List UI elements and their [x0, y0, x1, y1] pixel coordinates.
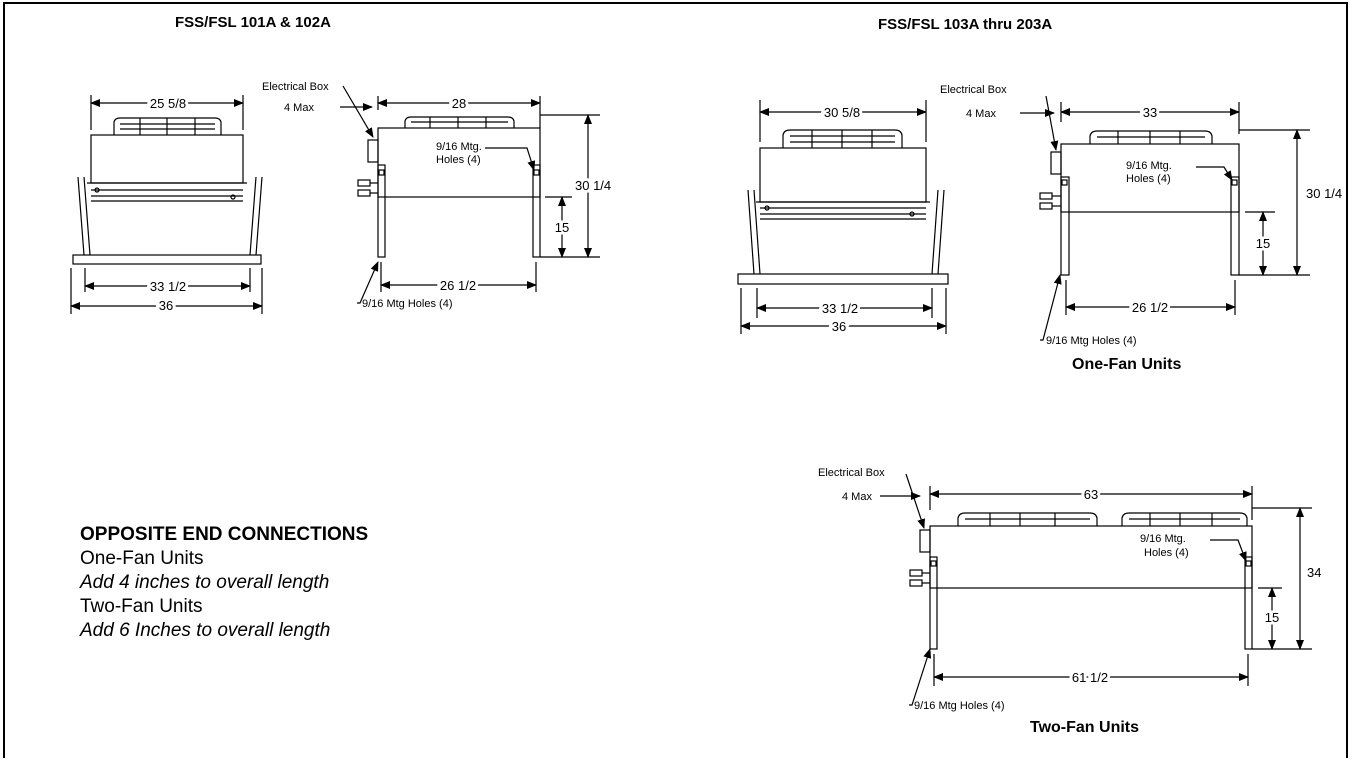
notes-one-fan-detail: Add 4 inches to overall length [80, 572, 330, 593]
side-view-small [340, 85, 600, 304]
title-right: FSS/FSL 103A thru 203A [878, 16, 1053, 33]
dim-d2-front-inner: 33 1/2 [822, 301, 858, 316]
label-4-max-3: 4 Max [842, 491, 872, 503]
front-view-small [70, 95, 263, 314]
dim-d1-front-inner: 33 1/2 [150, 279, 186, 294]
label-mtg-holes-b-2: Holes (4) [1126, 173, 1171, 185]
dim-d2-side-leg: 15 [1256, 236, 1270, 251]
label-mtg-holes-b-3: Holes (4) [1144, 547, 1189, 559]
notes-two-fan-detail: Add 6 Inches to overall length [80, 620, 331, 641]
dim-d1-front-top: 25 5/8 [150, 96, 186, 111]
dim-d1-side-leg: 15 [555, 220, 569, 235]
page-frame [3, 2, 1348, 758]
dim-d1-side-bottom: 26 1/2 [440, 278, 476, 293]
label-mtg-holes-bottom-1: 9/16 Mtg Holes (4) [362, 298, 452, 310]
dim-d1-front-overall: 36 [159, 298, 173, 313]
label-mtg-holes-bottom-2: 9/16 Mtg Holes (4) [1046, 335, 1136, 347]
dim-d3-leg: 15 [1265, 610, 1279, 625]
dim-d2-front-overall: 36 [832, 319, 846, 334]
title-left: FSS/FSL 101A & 102A [175, 14, 331, 31]
dim-d3-top: 63 [1084, 487, 1098, 502]
notes-header: OPPOSITE END CONNECTIONS [80, 524, 369, 545]
dim-d2-side-top: 33 [1143, 105, 1157, 120]
dim-d2-side-bottom: 26 1/2 [1132, 300, 1168, 315]
notes-two-fan: Two-Fan Units [80, 596, 203, 617]
caption-one-fan: One-Fan Units [1072, 356, 1182, 373]
dim-d2-side-height: 30 1/4 [1306, 186, 1342, 201]
label-electrical-box-1: Electrical Box [262, 81, 329, 93]
dim-d3-bottom: 61 1/2 [1072, 670, 1108, 685]
dim-d2-front-top: 30 5/8 [824, 105, 860, 120]
notes-one-fan: One-Fan Units [80, 548, 204, 569]
opposite-end-notes: OPPOSITE END CONNECTIONS One-Fan Units A… [80, 523, 368, 643]
label-mtg-holes-bottom-3: 9/16 Mtg Holes (4) [914, 700, 1004, 712]
label-mtg-holes-b-1: Holes (4) [436, 154, 481, 166]
dim-d3-height: 34 [1307, 565, 1321, 580]
label-mtg-holes-a-2: 9/16 Mtg. [1126, 160, 1172, 172]
label-electrical-box-3: Electrical Box [818, 467, 885, 479]
label-mtg-holes-a-3: 9/16 Mtg. [1140, 533, 1186, 545]
front-view-large [737, 100, 949, 334]
label-electrical-box-2: Electrical Box [940, 84, 1007, 96]
caption-two-fan: Two-Fan Units [1030, 719, 1140, 736]
dim-d1-side-top: 28 [452, 96, 466, 111]
dim-d1-side-height: 30 1/4 [575, 178, 611, 193]
label-4-max-1: 4 Max [284, 102, 314, 114]
two-fan-view [880, 473, 1312, 706]
label-4-max-2: 4 Max [966, 108, 996, 120]
side-view-large [1020, 95, 1310, 341]
label-mtg-holes-a-1: 9/16 Mtg. [436, 141, 482, 153]
